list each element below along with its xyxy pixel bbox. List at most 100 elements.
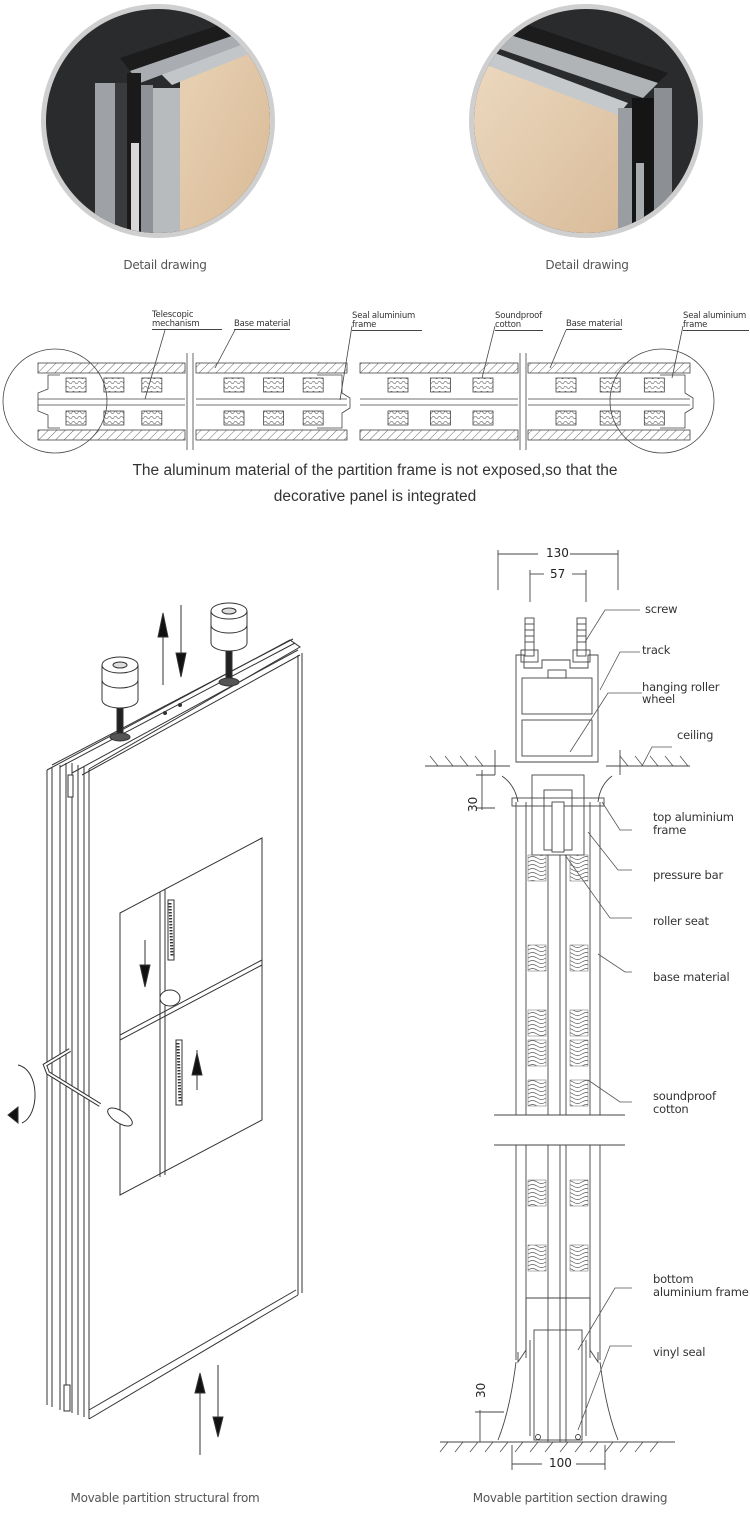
dimension-130 bbox=[497, 550, 619, 590]
rotate-arrow-icon bbox=[7, 1064, 36, 1125]
soundproof-cotton bbox=[302, 410, 324, 426]
crank-handle bbox=[42, 1048, 133, 1127]
label-pressure-bar: pressure bar bbox=[653, 868, 724, 882]
soundproof-cotton-block bbox=[527, 1179, 547, 1207]
up-arrow-icon bbox=[191, 1050, 203, 1090]
roller-left bbox=[101, 656, 139, 742]
detail-circle-right bbox=[609, 348, 715, 454]
label-ceiling: ceiling bbox=[677, 728, 714, 742]
soundproof-cotton bbox=[430, 377, 451, 393]
label-roller-seat: roller seat bbox=[653, 914, 709, 928]
leader-line bbox=[549, 329, 567, 369]
top-aluminium-frame bbox=[501, 774, 613, 856]
soundproof-cotton bbox=[223, 377, 245, 393]
section-svg bbox=[425, 550, 690, 1470]
floor bbox=[439, 1441, 675, 1453]
soundproof-cotton bbox=[430, 410, 451, 426]
detail-photo-right bbox=[468, 3, 704, 239]
detail-caption-left: Detail drawing bbox=[123, 258, 207, 272]
soundproof-cotton-block bbox=[527, 854, 547, 882]
label-base-material-1: Base material bbox=[234, 319, 291, 330]
seal-aluminium-frame bbox=[317, 374, 351, 429]
seal-aluminium-frame bbox=[660, 374, 694, 429]
detail-caption-right: Detail drawing bbox=[545, 258, 629, 272]
ceiling bbox=[425, 750, 690, 775]
dim-100-label: 100 bbox=[549, 1456, 572, 1470]
soundproof-cotton bbox=[141, 377, 163, 393]
soundproof-cotton bbox=[387, 377, 409, 393]
soundproof-cotton-block bbox=[569, 854, 589, 882]
base-material-top bbox=[527, 362, 691, 374]
soundproof-cotton-block bbox=[569, 1079, 589, 1107]
dim-57-label: 57 bbox=[550, 567, 566, 581]
soundproof-cotton bbox=[65, 410, 87, 426]
roller-right bbox=[210, 602, 248, 687]
soundproof-cotton-block bbox=[569, 1039, 589, 1067]
label-hanging-roller-wheel-2: wheel bbox=[642, 692, 676, 706]
soundproof-cotton bbox=[103, 410, 125, 426]
leader-line bbox=[481, 325, 496, 379]
base-material-bottom bbox=[37, 429, 186, 441]
detail-photo-left-image bbox=[41, 4, 275, 238]
label-soundproof-cotton: Soundproof cotton bbox=[495, 311, 543, 331]
section-drawing bbox=[420, 540, 750, 1470]
label-seal-aluminium-frame-1: Seal aluminium frame bbox=[352, 312, 422, 331]
seal-aluminium-frame bbox=[37, 374, 60, 429]
soundproof-cotton bbox=[555, 410, 577, 426]
soundproof-cotton bbox=[472, 410, 494, 426]
soundproof-cotton bbox=[555, 377, 577, 393]
soundproof-cotton-block bbox=[569, 944, 589, 972]
plan-section-drawing bbox=[0, 300, 750, 460]
soundproof-cotton-block bbox=[527, 1079, 547, 1107]
plan-description: The aluminum material of the partition f… bbox=[132, 462, 618, 505]
section-caption: Movable partition section drawing bbox=[472, 1491, 668, 1505]
label-vinyl-seal: vinyl seal bbox=[653, 1345, 706, 1359]
label-top-aluminium-frame-1: top aluminium bbox=[653, 810, 734, 824]
screw-right bbox=[572, 617, 591, 663]
label-bottom-frame-1: bottom bbox=[653, 1272, 694, 1286]
detail-photo-right-image bbox=[469, 4, 703, 238]
detail-circle-left bbox=[2, 348, 108, 454]
soundproof-cotton-upper bbox=[527, 854, 589, 1107]
soundproof-cotton-block bbox=[527, 1039, 547, 1067]
label-soundproof-cotton-1: soundproof bbox=[653, 1089, 716, 1103]
soundproof-cotton-block bbox=[527, 1009, 547, 1037]
soundproof-cotton bbox=[599, 377, 621, 393]
base-material-top bbox=[359, 362, 519, 374]
soundproof-cotton bbox=[643, 377, 665, 393]
up-down-arrow-icon bbox=[157, 605, 187, 685]
soundproof-cotton-block bbox=[569, 1179, 589, 1207]
dimension-30-top bbox=[476, 770, 495, 810]
soundproof-cotton-block bbox=[527, 1244, 547, 1272]
label-bottom-frame-2: aluminium frame bbox=[653, 1285, 749, 1299]
down-arrow-icon bbox=[139, 940, 151, 988]
soundproof-cotton bbox=[263, 377, 284, 393]
structural-caption: Movable partition structural from bbox=[70, 1491, 260, 1505]
soundproof-cotton-block bbox=[569, 1244, 589, 1272]
leader-line bbox=[671, 325, 684, 379]
leader-line bbox=[339, 325, 353, 401]
label-base-material-2: Base material bbox=[566, 319, 623, 330]
soundproof-cotton bbox=[387, 410, 409, 426]
soundproof-cotton bbox=[472, 377, 494, 393]
detail-photo-left bbox=[40, 3, 276, 239]
label-track: track bbox=[642, 643, 671, 657]
base-material-bottom bbox=[195, 429, 348, 441]
soundproof-cotton bbox=[263, 410, 284, 426]
vinyl-seal bbox=[497, 1361, 619, 1441]
soundproof-cotton-block bbox=[569, 1009, 589, 1037]
leader-line bbox=[214, 329, 236, 369]
base-material-top bbox=[195, 362, 348, 374]
soundproof-cotton bbox=[643, 410, 665, 426]
mechanism-window bbox=[119, 837, 263, 1196]
soundproof-cotton bbox=[103, 377, 125, 393]
leader-line bbox=[144, 329, 166, 400]
soundproof-cotton bbox=[223, 410, 245, 426]
track bbox=[515, 654, 599, 763]
dim-130-label: 130 bbox=[546, 546, 569, 560]
leader-lines bbox=[564, 609, 672, 1431]
label-screw: screw bbox=[645, 602, 678, 616]
label-base-material: base material bbox=[653, 970, 730, 984]
soundproof-cotton bbox=[141, 410, 163, 426]
base-material-bottom bbox=[527, 429, 691, 441]
